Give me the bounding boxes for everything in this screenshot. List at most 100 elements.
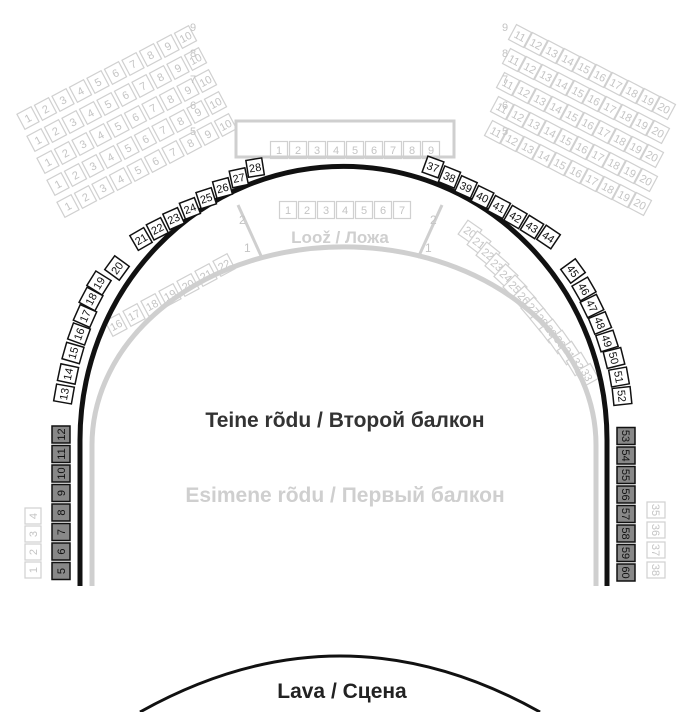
background-seat: 9 (186, 99, 210, 125)
background-seat: 7 (151, 117, 175, 143)
svg-text:13: 13 (519, 141, 535, 157)
second-balcony-label: Teine rõdu / Второй балкон (205, 409, 484, 432)
svg-text:15: 15 (551, 157, 567, 173)
highlighted-seat: 8 (51, 503, 71, 522)
highlighted-seat: 22 (145, 216, 170, 242)
svg-text:18: 18 (605, 157, 621, 173)
svg-text:8: 8 (155, 71, 166, 84)
svg-text:17: 17 (595, 125, 611, 141)
svg-text:11: 11 (500, 77, 516, 93)
svg-text:14: 14 (547, 101, 563, 117)
svg-text:3: 3 (68, 116, 79, 129)
highlighted-seat: 56 (616, 485, 636, 504)
background-seat: 17 (597, 95, 623, 121)
highlighted-seat: 9 (51, 483, 71, 503)
background-seat: 20 (633, 167, 659, 193)
highlighted-seat: 51 (607, 366, 631, 388)
highlighted-seat: 27 (228, 166, 250, 189)
svg-text:1: 1 (63, 200, 74, 213)
svg-text:9: 9 (203, 128, 214, 141)
svg-text:13: 13 (531, 93, 547, 109)
svg-text:38: 38 (441, 170, 457, 186)
stage-label: Lava / Сцена (277, 680, 407, 703)
highlighted-seat: 40 (470, 184, 495, 210)
highlighted-seat: 17 (72, 303, 98, 329)
svg-text:6: 6 (371, 145, 377, 157)
background-seat: 4 (78, 100, 103, 126)
highlighted-seat: 47 (579, 293, 605, 319)
svg-text:7: 7 (138, 80, 149, 93)
background-seat: 15 (553, 127, 579, 153)
background-seat: 2 (43, 118, 68, 144)
svg-text:1: 1 (53, 178, 64, 191)
svg-text:9: 9 (193, 106, 204, 119)
background-seat: 6 (103, 60, 128, 86)
row-number: 7 (502, 74, 508, 86)
svg-text:3: 3 (58, 94, 69, 107)
svg-text:51: 51 (611, 370, 625, 384)
svg-text:1: 1 (28, 567, 40, 573)
first-balcony-arc (89, 244, 599, 586)
background-seat: 14 (549, 71, 575, 97)
background-seat: 18 (619, 79, 645, 105)
stage-outline (139, 654, 541, 712)
svg-text:1: 1 (23, 112, 34, 125)
highlighted-seat: 50 (602, 346, 626, 370)
svg-text:4: 4 (75, 85, 86, 98)
background-seat: 16 (575, 111, 601, 137)
background-seat: 2 (33, 96, 58, 122)
background-seat: 6 (123, 104, 148, 130)
row-number: 8 (502, 48, 508, 60)
background-seat: 2 (297, 200, 317, 220)
svg-text:2: 2 (60, 147, 71, 160)
svg-text:7: 7 (56, 529, 68, 535)
highlighted-seat: 55 (616, 465, 636, 485)
highlighted-seat: 19 (85, 269, 113, 297)
background-seat: 16 (104, 312, 128, 338)
background-seat: 5 (116, 135, 140, 161)
background-seat: 18 (601, 151, 627, 177)
background-seat: 3 (24, 525, 42, 543)
svg-text:19: 19 (615, 189, 631, 205)
highlighted-seat: 25 (195, 186, 218, 210)
background-seat: 12 (523, 31, 549, 57)
background-seat: 7 (121, 51, 145, 77)
highlighted-seat: 60 (616, 563, 636, 582)
background-seat: 18 (595, 175, 621, 201)
background-seat: 9 (421, 140, 441, 160)
background-seat: 15 (559, 103, 585, 129)
box-label: Loož / Ложа (291, 228, 389, 247)
svg-text:20: 20 (643, 149, 659, 165)
svg-text:15: 15 (569, 85, 585, 101)
svg-text:8: 8 (409, 145, 415, 157)
svg-text:2: 2 (295, 145, 301, 157)
background-seat: 9 (166, 55, 190, 81)
svg-text:13: 13 (525, 117, 541, 133)
svg-text:19: 19 (639, 93, 655, 109)
highlighted-seat: 44 (535, 224, 562, 250)
svg-text:11: 11 (512, 29, 528, 45)
background-seat: 14 (537, 119, 563, 145)
svg-text:9: 9 (428, 145, 434, 157)
svg-text:50: 50 (606, 351, 621, 366)
svg-text:48: 48 (591, 315, 607, 331)
background-seat: 1 (24, 561, 42, 579)
background-seat: 1 (16, 105, 40, 131)
svg-text:47: 47 (583, 298, 599, 314)
svg-text:14: 14 (541, 125, 557, 141)
background-seat: 10 (213, 112, 238, 138)
svg-text:1: 1 (276, 145, 282, 157)
svg-text:7: 7 (399, 205, 405, 217)
svg-text:8: 8 (145, 49, 156, 62)
svg-text:8: 8 (165, 93, 176, 106)
svg-text:42: 42 (507, 210, 524, 227)
background-seat: 1 (278, 200, 298, 220)
background-seat: 19 (623, 135, 649, 161)
highlighted-seat: 57 (616, 504, 636, 524)
svg-text:6: 6 (110, 67, 121, 80)
svg-text:35: 35 (649, 504, 661, 516)
row-number: 9 (502, 22, 508, 34)
svg-text:5: 5 (103, 98, 114, 111)
highlighted-seat: 49 (594, 329, 620, 353)
svg-text:55: 55 (619, 469, 631, 481)
